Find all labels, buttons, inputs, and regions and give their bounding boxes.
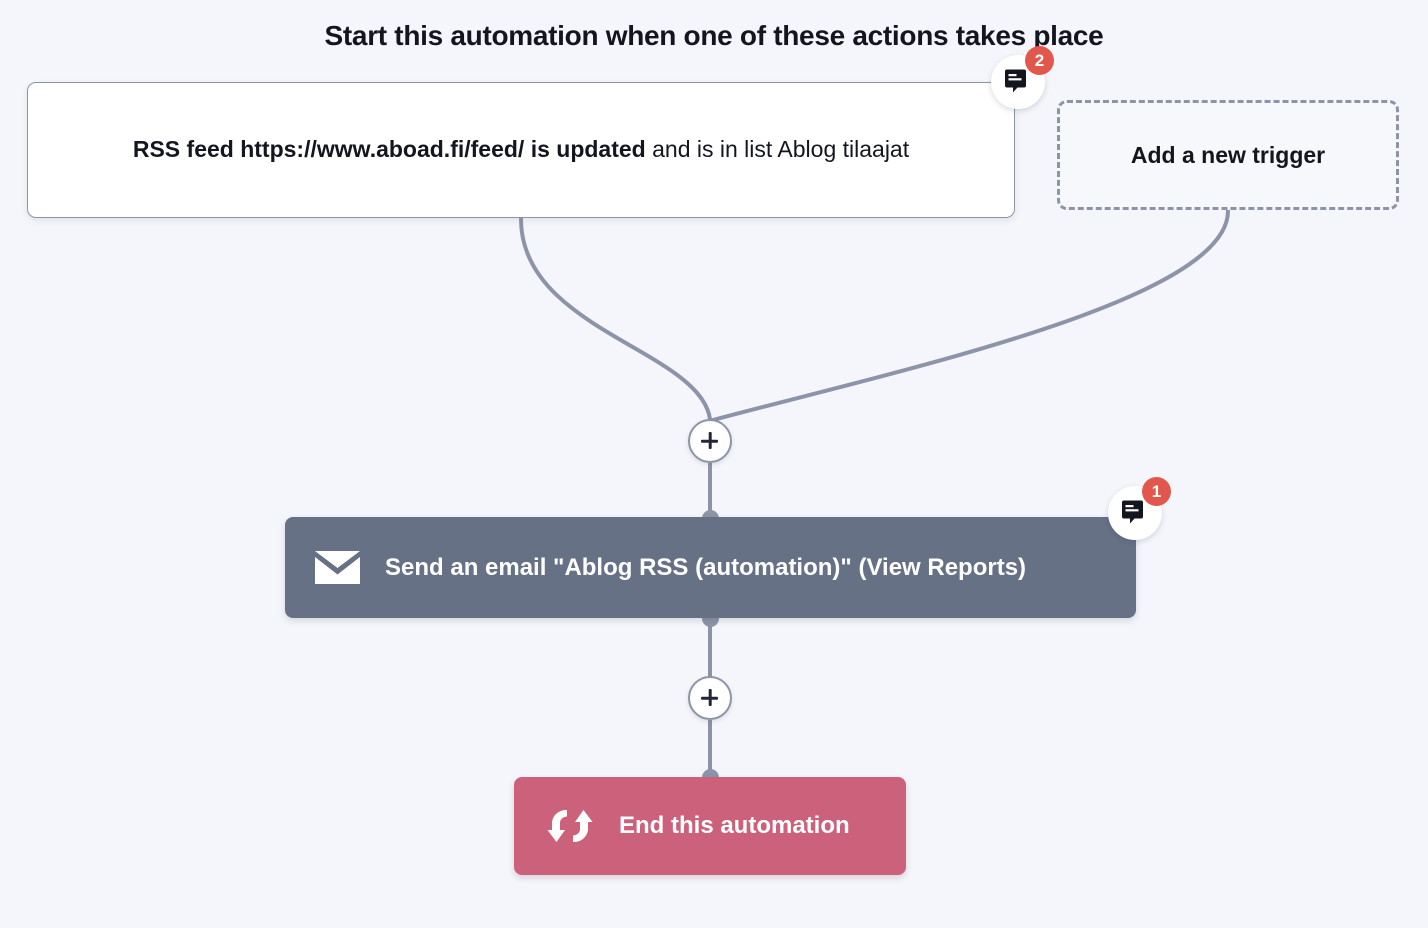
add-step-button-top[interactable] [688, 419, 732, 463]
note-count: 2 [1025, 46, 1054, 75]
add-new-trigger-button[interactable]: Add a new trigger [1057, 100, 1399, 210]
page-title: Start this automation when one of these … [324, 20, 1104, 51]
note-icon [1005, 69, 1026, 93]
add-step-button-bottom[interactable] [688, 676, 732, 720]
sync-icon [547, 809, 593, 843]
trigger-note-badge[interactable]: 2 [991, 46, 1054, 109]
trigger-regular-text: and is in list Ablog tilaajat [645, 136, 910, 163]
trigger-bold-text: RSS feed https://www.aboad.fi/feed/ is u… [132, 136, 646, 163]
add-new-trigger-label: Add a new trigger [1130, 141, 1326, 168]
rss-feed-trigger-card[interactable]: RSS feed https://www.aboad.fi/feed/ is u… [27, 82, 1015, 218]
send-email-action-block[interactable]: Send an email "Ablog RSS (automation)" (… [285, 517, 1136, 618]
trigger-description: RSS feed https://www.aboad.fi/feed/ is u… [133, 132, 909, 168]
email-note-badge[interactable]: 1 [1108, 477, 1171, 540]
note-count: 1 [1142, 477, 1171, 506]
note-icon [1122, 500, 1143, 524]
end-automation-action-label: End this automation [619, 812, 850, 839]
envelope-icon [315, 551, 360, 584]
end-automation-action-block[interactable]: End this automation [514, 777, 906, 875]
send-email-action-label: Send an email "Ablog RSS (automation)" (… [385, 553, 1027, 581]
